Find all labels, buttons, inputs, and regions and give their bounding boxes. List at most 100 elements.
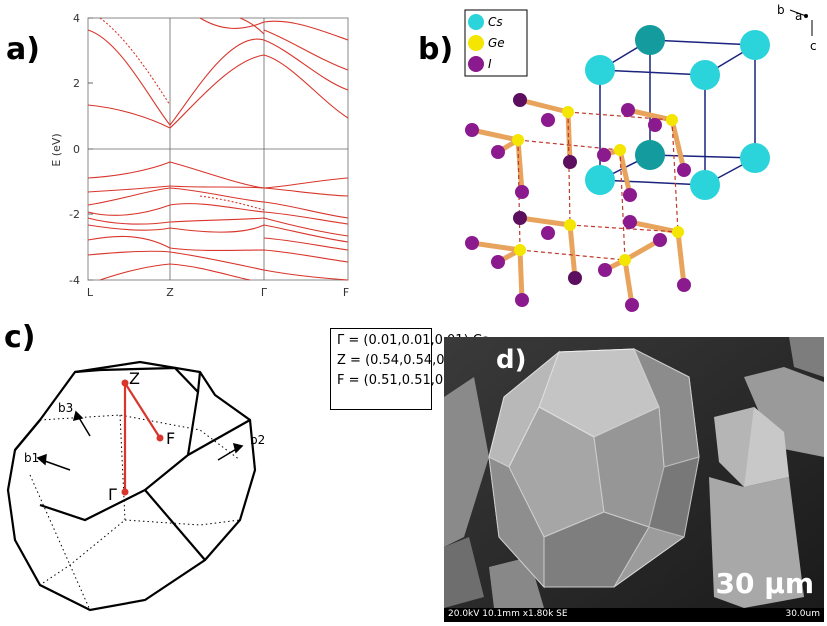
i-atom <box>541 226 555 240</box>
panel-label-a: a) <box>6 32 40 67</box>
ytick-label: 4 <box>73 12 80 25</box>
y-axis-label: E (eV) <box>50 133 63 166</box>
i-atom <box>677 278 691 292</box>
band-line <box>87 29 349 126</box>
ytick-label: 0 <box>73 143 80 156</box>
bz-point-z <box>121 379 129 387</box>
i-atom <box>653 233 667 247</box>
ge-atom <box>666 114 678 126</box>
i-atom <box>648 118 662 132</box>
band-line <box>87 250 349 281</box>
xtick-label: F <box>343 286 349 299</box>
band-line <box>99 17 171 106</box>
i-atom <box>541 113 555 127</box>
panel-label-c: c) <box>4 320 36 355</box>
ytick-label: 2 <box>73 77 80 90</box>
bz-label-gamma: Γ <box>108 485 117 504</box>
legend-ge-label: Ge <box>488 36 505 50</box>
cs-atom <box>635 140 665 170</box>
i-atom <box>465 236 479 250</box>
band-line <box>87 54 349 129</box>
panel-label-b: b) <box>418 32 454 67</box>
ge-atom <box>512 134 524 146</box>
ge-atoms <box>512 106 684 266</box>
band-line <box>87 161 349 189</box>
band-structure-plot: 4 2 0 -2 -4 E (eV) L Z Γ F <box>50 12 349 299</box>
i-atom <box>623 215 637 229</box>
ge-atom <box>614 144 626 156</box>
band-lines <box>87 17 349 281</box>
i-atom <box>597 148 611 162</box>
legend-cs-label: Cs <box>488 15 503 29</box>
band-line <box>87 217 349 237</box>
sem-panel-label: d) <box>496 345 527 375</box>
cs-atom <box>740 30 770 60</box>
i-atom <box>623 188 637 202</box>
crystal-axes-indicator: b a c <box>777 3 817 53</box>
kpoint-gamma: Γ = (0.01,0.01,0.01) Cs <box>337 333 489 348</box>
cs-atom <box>585 55 615 85</box>
brillouin-zone: Z F Γ b1 b3 b2 <box>6 360 265 612</box>
bz-outline <box>6 360 257 612</box>
bz-kpath <box>123 382 161 492</box>
kpoint-f: F = (0.51,0.51,0.00) I <box>337 373 477 388</box>
ge-atom <box>672 226 684 238</box>
i-atom <box>677 163 691 177</box>
band-line <box>199 195 265 211</box>
bz-hidden-edges <box>29 414 241 611</box>
i-atom <box>625 298 639 312</box>
kpoint-z: Z = (0.54,0.54,0.54) Ge <box>337 353 493 368</box>
legend-i-swatch <box>468 56 484 72</box>
b1-label: b1 <box>24 451 39 465</box>
i-atom <box>598 263 612 277</box>
band-line <box>263 29 349 71</box>
sem-crystals <box>444 337 824 622</box>
i-atom <box>491 255 505 269</box>
crystal-structure: Cs Ge I b a c <box>464 3 817 312</box>
cs-atom <box>690 60 720 90</box>
i-atom <box>568 271 582 285</box>
xtick-label: L <box>87 286 94 299</box>
bz-label-z: Z <box>129 369 140 388</box>
i-atom <box>465 123 479 137</box>
legend-ge-swatch <box>468 35 484 51</box>
ge-atom <box>619 254 631 266</box>
reciprocal-vectors <box>36 410 244 471</box>
i-atom <box>515 293 529 307</box>
band-line <box>87 224 349 243</box>
i-atom <box>515 185 529 199</box>
axis-c-label: c <box>810 39 817 53</box>
b3-label: b3 <box>58 401 73 415</box>
legend-i-label: I <box>488 57 492 71</box>
band-line <box>99 263 251 281</box>
cs-atom <box>740 143 770 173</box>
sem-info-text: 20.0kV 10.1mm x1.80k SE <box>448 609 568 619</box>
axis-b-label: b <box>777 3 785 17</box>
xtick-label: Z <box>166 286 174 299</box>
band-line <box>87 203 349 225</box>
legend-cs-swatch <box>468 14 484 30</box>
ge-atom <box>564 219 576 231</box>
axis-a-label: a <box>795 9 802 23</box>
band-line <box>199 17 349 41</box>
i-atom <box>491 145 505 159</box>
band-line <box>263 237 349 251</box>
cs-atoms <box>585 25 770 200</box>
i-atom <box>621 103 635 117</box>
sem-scale-label: 30 μm <box>715 567 815 600</box>
b2-label: b2 <box>250 433 265 447</box>
ge-atom <box>562 106 574 118</box>
kpoints-box: Γ = (0.01,0.01,0.01) Cs Z = (0.54,0.54,0… <box>330 328 493 410</box>
sem-info-bar: 20.0kV 10.1mm x1.80k SE 30.0um <box>444 608 824 622</box>
bz-point-f <box>156 434 164 442</box>
bz-point-gamma <box>121 488 129 496</box>
cs-atom <box>690 170 720 200</box>
xtick-label: Γ <box>261 286 268 299</box>
i-atoms <box>465 93 691 312</box>
i-atom <box>563 155 577 169</box>
band-line <box>87 187 349 219</box>
cs-atom <box>585 165 615 195</box>
band-line <box>239 17 265 35</box>
i-atom <box>513 211 527 225</box>
